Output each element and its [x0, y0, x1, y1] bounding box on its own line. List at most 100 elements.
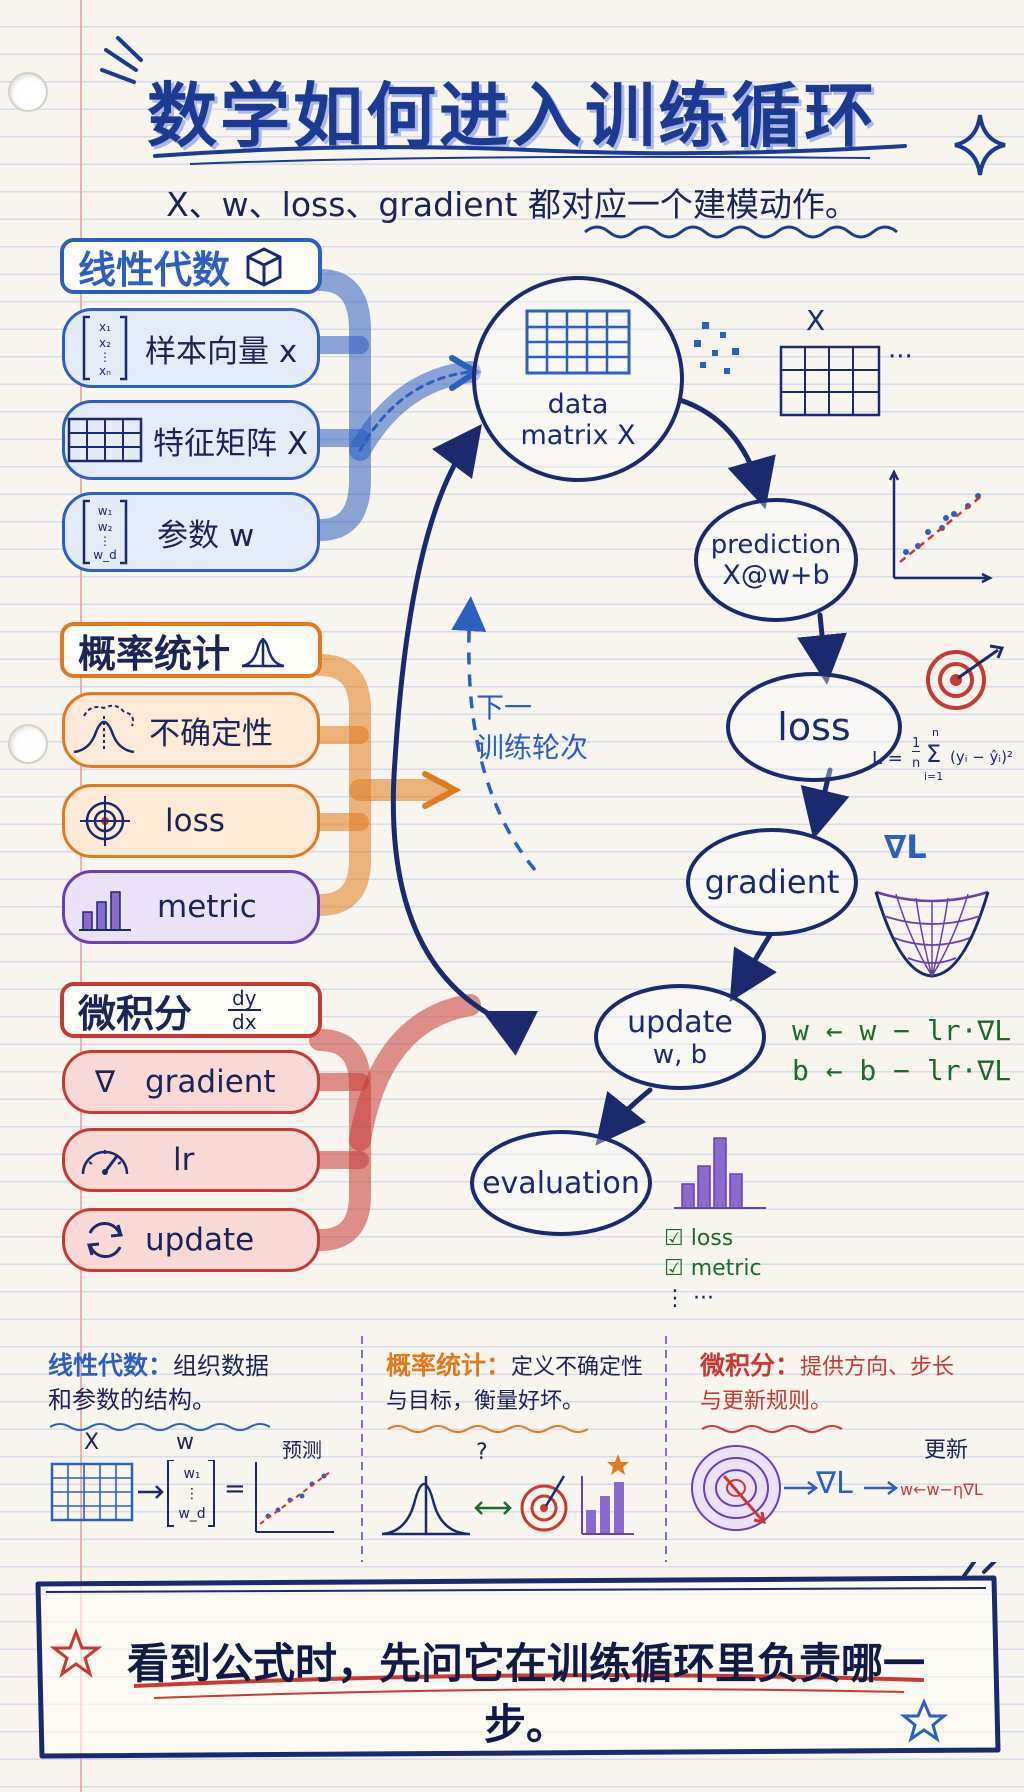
- binder-hole: [8, 72, 48, 112]
- formula-sum-top: n: [932, 726, 939, 739]
- vector-entry: xₙ: [99, 364, 111, 378]
- note-wave-underline: [49, 1423, 271, 1431]
- linear-algebra-connector: [309, 269, 482, 541]
- data-table-icon: [525, 309, 631, 375]
- eval-check-more: ⋮ ···: [664, 1286, 714, 1311]
- loop-flow-arrows: [595, 397, 850, 1146]
- mini-grad-symbol: ∇L: [816, 1466, 853, 1501]
- node-prediction: prediction X@w+b: [694, 498, 858, 622]
- eval-check-metric: ☑ metric: [664, 1256, 762, 1281]
- next-round-label: 训练轮次: [476, 731, 589, 764]
- probability-connector: [309, 654, 462, 916]
- title-underline: [153, 144, 907, 165]
- item-label: loss: [165, 803, 225, 839]
- doodle-lines-icon: [100, 36, 143, 84]
- formula-sum-bottom: i=1: [924, 770, 944, 783]
- mini-matrix-times-w-icon: [50, 1460, 215, 1527]
- evaluation-bar-chart-icon: [674, 1137, 766, 1209]
- eval-check-loss: ☑ loss: [664, 1226, 734, 1251]
- vector-entry: ⋮: [99, 350, 111, 364]
- target-icon: [65, 796, 145, 846]
- note-body: 定义不确定性: [511, 1355, 644, 1380]
- calculus-connector: [309, 994, 481, 1251]
- vector-x-icon: x₁ x₂ ⋮ xₙ: [65, 313, 145, 383]
- mini-update-formula: w←w−η∇L: [900, 1480, 983, 1499]
- formula-lhs: L =: [872, 748, 903, 769]
- vector-entry: ⋮: [99, 534, 111, 548]
- page-title: 数学如何进入训练循环: [147, 75, 877, 157]
- mini-distribution-target-icon: [381, 1454, 634, 1536]
- vector-w-icon: w₁ w₂ ⋮ w_d: [65, 497, 145, 567]
- formula-frac-bottom: n: [912, 756, 921, 771]
- arrow-right-icon: [864, 1481, 899, 1495]
- note-body: 和参数的结构。: [48, 1386, 216, 1414]
- x-matrix-grid-icon: [779, 345, 881, 417]
- prob-item-loss: loss: [62, 784, 320, 858]
- refresh-icon: [65, 1217, 145, 1263]
- group-title: 线性代数: [78, 247, 231, 292]
- mini-question-mark: ?: [476, 1440, 488, 1465]
- notes-dividers: [361, 1336, 667, 1562]
- node-label: matrix X: [520, 420, 636, 451]
- node-label: prediction: [710, 529, 842, 560]
- group-title: 微积分: [78, 991, 193, 1036]
- note-body: 与更新规则。: [700, 1389, 833, 1414]
- group-header-linear-algebra: 线性代数: [60, 238, 322, 294]
- dydx-symbol: dy dx: [228, 987, 261, 1033]
- node-evaluation: evaluation: [470, 1130, 652, 1236]
- calc-item-update: update: [62, 1208, 320, 1272]
- item-label: lr: [173, 1142, 195, 1178]
- item-label: gradient: [145, 1064, 276, 1100]
- next-round-dashed-arrow: [451, 596, 537, 872]
- vector-entry: w₂: [98, 520, 113, 534]
- calc-item-gradient: ∇ gradient: [62, 1050, 320, 1114]
- binder-hole: [8, 724, 48, 764]
- mini-scatter-plot-icon: [255, 1462, 334, 1533]
- vector-entry: x₂: [99, 336, 111, 350]
- loss-bowl-icon: [874, 890, 990, 978]
- note-title: 线性代数：: [48, 1351, 174, 1380]
- arrow-right-icon: [784, 1481, 819, 1495]
- formula-frac-top: 1: [912, 736, 921, 752]
- next-round-label: 下一: [476, 691, 533, 724]
- group-header-probability: 概率统计: [60, 622, 322, 678]
- mini-w-vector: w₁ ⋮ w_d: [172, 1464, 212, 1524]
- node-label: loss: [777, 705, 851, 749]
- node-loss: loss: [726, 672, 902, 782]
- node-label: data: [547, 389, 609, 420]
- node-update: update w, b: [594, 984, 766, 1090]
- matrix-grid-icon: [65, 417, 145, 463]
- item-label: 参数 w: [157, 517, 255, 554]
- matrix-ellipsis: ···: [888, 342, 913, 372]
- item-label: 特征矩阵 X: [153, 425, 309, 462]
- linear-item-sample-vector: x₁ x₂ ⋮ xₙ 样本向量 x: [62, 308, 320, 388]
- data-points-icon: [694, 322, 739, 374]
- linear-item-feature-matrix: 特征矩阵 X: [62, 400, 320, 480]
- linear-item-params-w: w₁ w₂ ⋮ w_d 参数 w: [62, 492, 320, 572]
- note-title: 微积分：: [700, 1351, 801, 1380]
- item-label: 样本向量 x: [145, 333, 298, 370]
- node-label: w, b: [652, 1039, 708, 1070]
- page-subtitle: X、w、loss、gradient 都对应一个建模动作。: [166, 185, 858, 224]
- bell-curve-icon: [65, 702, 145, 758]
- note-probability: 概率统计：定义不确定性 与目标，衡量好坏。: [386, 1346, 662, 1438]
- mini-x-label: X: [84, 1430, 100, 1455]
- cube-icon: [246, 247, 282, 287]
- mini-equals: =: [224, 1474, 246, 1504]
- takeaway-banner-text: 看到公式时，先问它在训练循环里负责哪一步。: [126, 1639, 925, 1749]
- formula-body: (yᵢ − ŷᵢ)²: [950, 748, 1013, 766]
- nabla-l-label: ∇L: [884, 828, 927, 866]
- node-gradient: gradient: [686, 828, 858, 936]
- vector-entry: w_d: [178, 1506, 206, 1522]
- x-matrix-label: X: [806, 304, 826, 337]
- update-rule-b: b ← b − lr·∇L: [792, 1054, 1012, 1087]
- dydx-top: dy: [228, 987, 261, 1011]
- vector-entry: w₁: [98, 504, 113, 518]
- banner-frame: [35, 1562, 1001, 1759]
- target-dart-icon: [926, 644, 1005, 710]
- loop-back-arrow: [390, 423, 539, 1056]
- group-header-calculus: 微积分 dy dx: [60, 982, 322, 1038]
- node-data-matrix: data matrix X: [472, 276, 684, 482]
- mini-w-label: w: [176, 1430, 194, 1455]
- speedometer-icon: [65, 1140, 145, 1180]
